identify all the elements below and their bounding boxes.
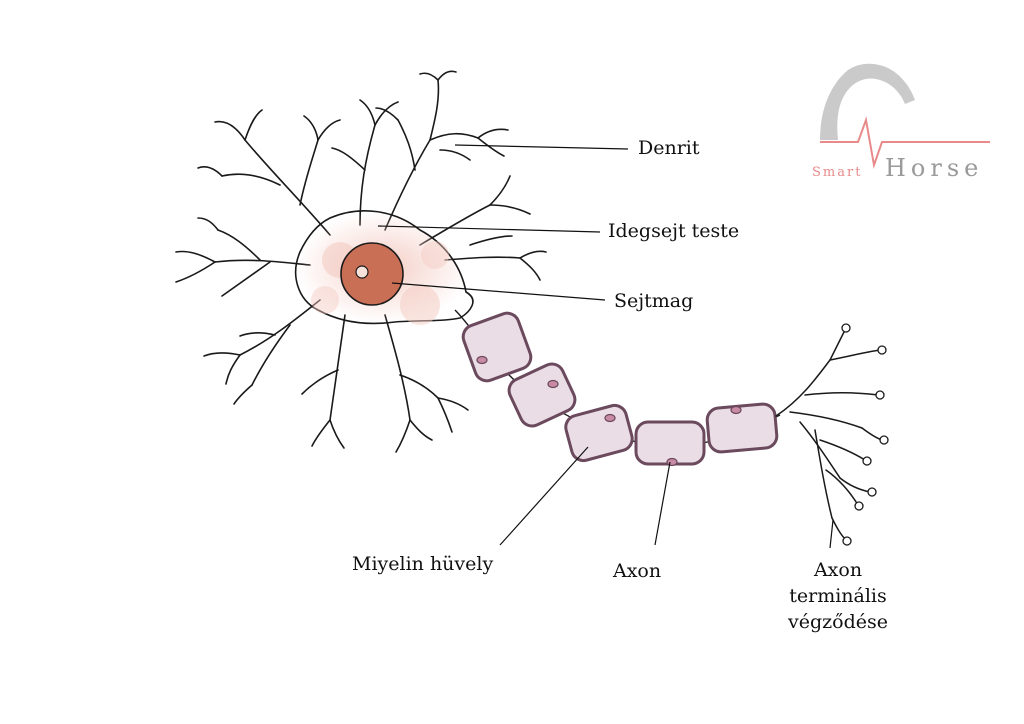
leader-lines — [377, 144, 834, 549]
myelin-nuclei — [476, 355, 742, 467]
logo-prefix: Smart — [812, 165, 862, 180]
label-terminal-line3: végződése — [788, 611, 888, 633]
label-terminal-line1: Axon — [813, 559, 863, 581]
terminal-boutons — [841, 323, 889, 546]
axon-terminals — [775, 329, 883, 541]
nucleus — [340, 242, 404, 306]
label-myelin: Miyelin hüvely — [352, 553, 494, 575]
label-axon: Axon — [613, 560, 662, 582]
logo-suffix: Horse — [885, 154, 983, 182]
logo: Smart Horse — [812, 63, 990, 182]
label-nucleus: Sejtmag — [614, 290, 694, 312]
label-axon-terminal: Axon terminális végződése — [768, 557, 908, 635]
label-cell-body: Idegsejt teste — [608, 220, 740, 242]
label-dendrite: Denrit — [638, 137, 700, 159]
dendrites — [175, 70, 547, 453]
label-terminal-line2: terminális — [789, 585, 887, 607]
myelin-sheath — [461, 311, 779, 466]
